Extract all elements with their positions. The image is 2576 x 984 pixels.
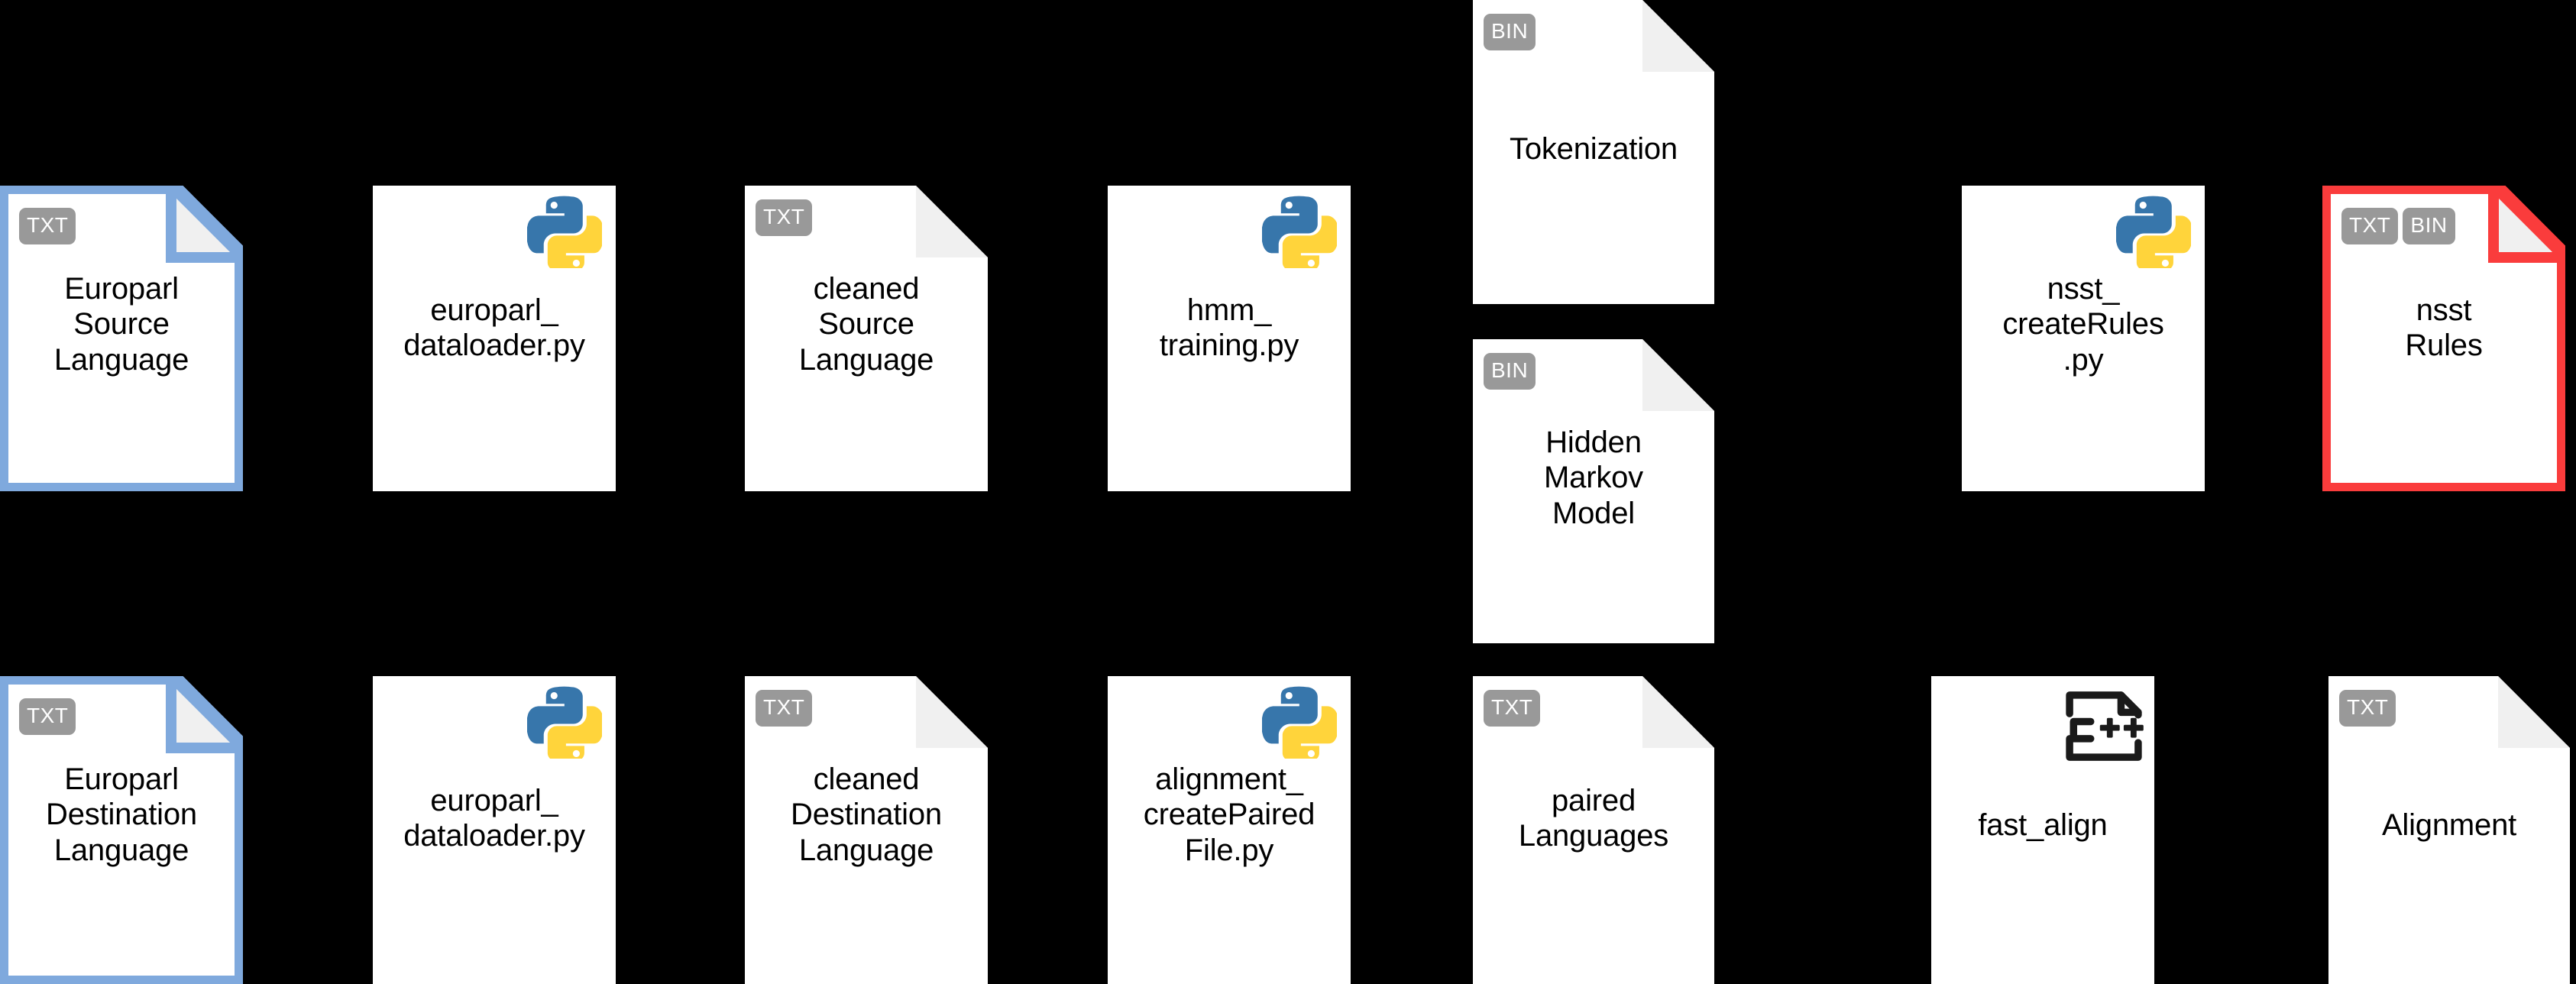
file-page-shape [745, 186, 988, 491]
file-tile-paired-languages[interactable]: TXT paired Languages [1473, 676, 1714, 984]
file-page-shape [0, 676, 243, 984]
file-type-badges: BIN [1484, 14, 1536, 50]
file-tile-fast-align[interactable]: fast_align [1931, 676, 2154, 984]
file-type-badges: TXT [1484, 690, 1541, 727]
file-type-badges: TXT [756, 199, 813, 236]
badge-bin-icon: BIN [2403, 208, 2455, 244]
file-label: fast_align [1978, 808, 2108, 842]
file-page-shape [745, 676, 988, 984]
python-logo-icon [1261, 193, 1339, 274]
file-tile-cleaned-destination-language[interactable]: TXT cleaned Destination Language [745, 676, 988, 984]
badge-bin-icon: BIN [1484, 14, 1536, 50]
file-page-shape [1931, 676, 2154, 984]
file-tile-europarl-destination-language[interactable]: TXT Europarl Destination Language [0, 676, 243, 984]
python-logo-icon [526, 684, 604, 764]
file-label: hmm_ training.py [1159, 293, 1299, 363]
badge-bin-icon: BIN [1484, 353, 1536, 390]
file-label: Europarl Source Language [53, 272, 189, 377]
file-tile-cleaned-source-language[interactable]: TXT cleaned Source Language [745, 186, 988, 491]
file-tile-hmm-training-py[interactable]: hmm_ training.py [1108, 186, 1351, 491]
file-label: cleaned Destination Language [791, 762, 942, 867]
file-tile-europarl-dataloader-py-top[interactable]: europarl_ dataloader.py [373, 186, 616, 491]
badge-txt-icon: TXT [1484, 690, 1541, 727]
badge-txt-icon: TXT [19, 208, 76, 244]
file-label: paired Languages [1518, 784, 1669, 853]
file-type-badges: TXT [19, 208, 76, 244]
file-tile-europarl-source-language[interactable]: TXT Europarl Source Language [0, 186, 243, 491]
file-label: cleaned Source Language [798, 272, 934, 377]
file-tile-alignment[interactable]: TXT Alignment [2328, 676, 2570, 984]
badge-txt-icon: TXT [756, 690, 813, 727]
file-label: nsst_ createRules .py [2002, 272, 2164, 377]
python-logo-icon [1261, 684, 1339, 764]
file-page-shape [1473, 0, 1714, 304]
file-label: Alignment [2381, 808, 2517, 842]
cpp-logo-icon [2064, 690, 2144, 766]
file-label: Europarl Destination Language [46, 762, 197, 867]
file-type-badges: BIN [1484, 353, 1536, 390]
badge-txt-icon: TXT [2339, 690, 2396, 727]
file-tile-alignment-createpairedfile-py[interactable]: alignment_ createPaired File.py [1108, 676, 1351, 984]
file-page-shape [1473, 339, 1714, 643]
file-label: Hidden Markov Model [1544, 426, 1643, 530]
file-tile-europarl-dataloader-py-bottom[interactable]: europarl_ dataloader.py [373, 676, 616, 984]
python-logo-icon [526, 193, 604, 274]
badge-txt-icon: TXT [2341, 208, 2399, 244]
file-page-shape [2328, 676, 2570, 984]
file-tile-tokenization[interactable]: BIN Tokenization [1473, 0, 1714, 304]
file-page-shape [0, 186, 243, 491]
file-tile-nsst-createrules-py[interactable]: nsst_ createRules .py [1962, 186, 2205, 491]
file-type-badges: TXT [756, 690, 813, 727]
badge-txt-icon: TXT [756, 199, 813, 236]
file-page-shape [2322, 186, 2565, 491]
file-type-badges: TXT [19, 698, 76, 735]
badge-txt-icon: TXT [19, 698, 76, 735]
file-label: alignment_ createPaired File.py [1143, 762, 1316, 867]
file-label: nsst Rules [2405, 293, 2483, 363]
file-label: europarl_ dataloader.py [403, 784, 585, 853]
file-label: Tokenization [1510, 132, 1678, 166]
python-logo-icon [2115, 193, 2193, 274]
file-type-badges: TXT [2339, 690, 2396, 727]
file-page-shape [1473, 676, 1714, 984]
file-label: europarl_ dataloader.py [403, 293, 585, 363]
